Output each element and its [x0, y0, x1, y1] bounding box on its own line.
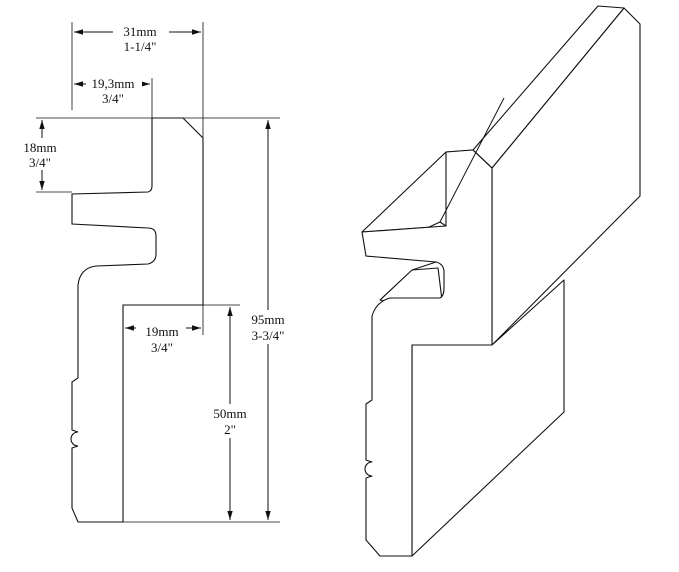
- dim-overall-width-metric: 31mm: [123, 24, 156, 39]
- dim-top-height-metric: 18mm: [23, 140, 56, 155]
- label-bg: [206, 404, 254, 438]
- label-bg: [136, 322, 186, 356]
- edge-line: [411, 261, 437, 271]
- label-bg: [86, 74, 142, 104]
- isometric-view: [361, 5, 641, 557]
- dim-overall-height-imperial: 3-3/4": [252, 328, 285, 343]
- label-bg: [238, 310, 298, 344]
- label-bg: [113, 22, 169, 52]
- dim-lower-height-metric: 50mm: [213, 406, 246, 421]
- dim-tongue-width-metric: 19,3mm: [92, 76, 135, 91]
- profile-section: 31mm 1-1/4" 19,3mm 3/4" 18mm 3/4" 95mm 3…: [18, 22, 298, 523]
- dim-top-height-imperial: 3/4": [29, 155, 51, 170]
- front-profile-face: [361, 149, 493, 557]
- dim-tongue-width-imperial: 3/4": [102, 91, 124, 106]
- dim-lower-height-imperial: 2": [224, 422, 236, 437]
- profile-outline: [70, 117, 204, 523]
- dim-step-width-imperial: 3/4": [151, 340, 173, 355]
- edge-line: [439, 97, 505, 223]
- dim-step-width-metric: 19mm: [145, 324, 178, 339]
- dim-overall-width-imperial: 1-1/4": [124, 39, 157, 54]
- dim-overall-height-metric: 95mm: [251, 312, 284, 327]
- label-bg: [18, 138, 66, 170]
